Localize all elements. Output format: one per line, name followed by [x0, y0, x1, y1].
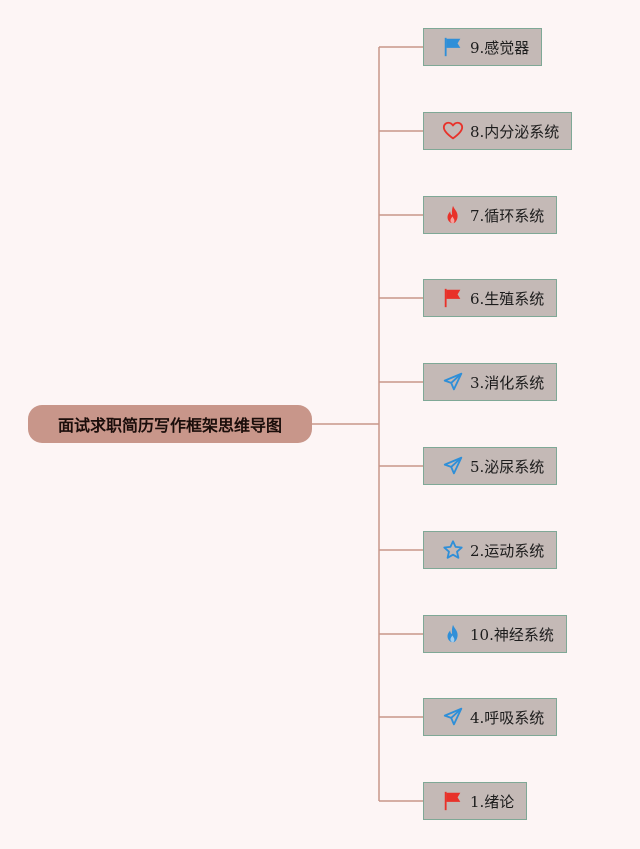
branch-label: 6.生殖系统: [470, 289, 545, 308]
branch-node[interactable]: 5.泌尿系统: [423, 447, 558, 485]
branch-node[interactable]: 1.绪论: [423, 782, 528, 820]
root-topic-label: 面试求职简历写作框架思维导图: [57, 416, 282, 435]
branch-node[interactable]: 7.循环系统: [423, 196, 558, 234]
branch-node[interactable]: 9.感觉器: [423, 28, 543, 66]
branch-label: 7.循环系统: [470, 206, 545, 225]
branch-label: 10.神经系统: [470, 625, 554, 644]
paper-plane-icon: [442, 371, 464, 393]
branch-node[interactable]: 3.消化系统: [423, 363, 558, 401]
branch-label: 4.呼吸系统: [470, 708, 545, 727]
branch-label: 1.绪论: [470, 792, 515, 811]
branch-node[interactable]: 6.生殖系统: [423, 279, 558, 317]
branch-label: 3.消化系统: [470, 373, 545, 392]
branch-node[interactable]: 4.呼吸系统: [423, 698, 558, 736]
branch-node[interactable]: 8.内分泌系统: [423, 112, 573, 150]
heart-icon: [442, 120, 464, 142]
fire-icon: [442, 623, 464, 645]
flag-icon: [442, 790, 464, 812]
paper-plane-icon: [442, 455, 464, 477]
root-topic[interactable]: 面试求职简历写作框架思维导图: [28, 405, 312, 443]
branch-node[interactable]: 10.神经系统: [423, 615, 567, 653]
branch-label: 5.泌尿系统: [470, 457, 545, 476]
paper-plane-icon: [442, 706, 464, 728]
branch-label: 9.感觉器: [470, 38, 530, 57]
branch-label: 8.内分泌系统: [470, 122, 560, 141]
branch-node[interactable]: 2.运动系统: [423, 531, 558, 569]
branch-label: 2.运动系统: [470, 541, 545, 560]
star-icon: [442, 539, 464, 561]
flag-icon: [442, 36, 464, 58]
fire-icon: [442, 204, 464, 226]
flag-icon: [442, 287, 464, 309]
